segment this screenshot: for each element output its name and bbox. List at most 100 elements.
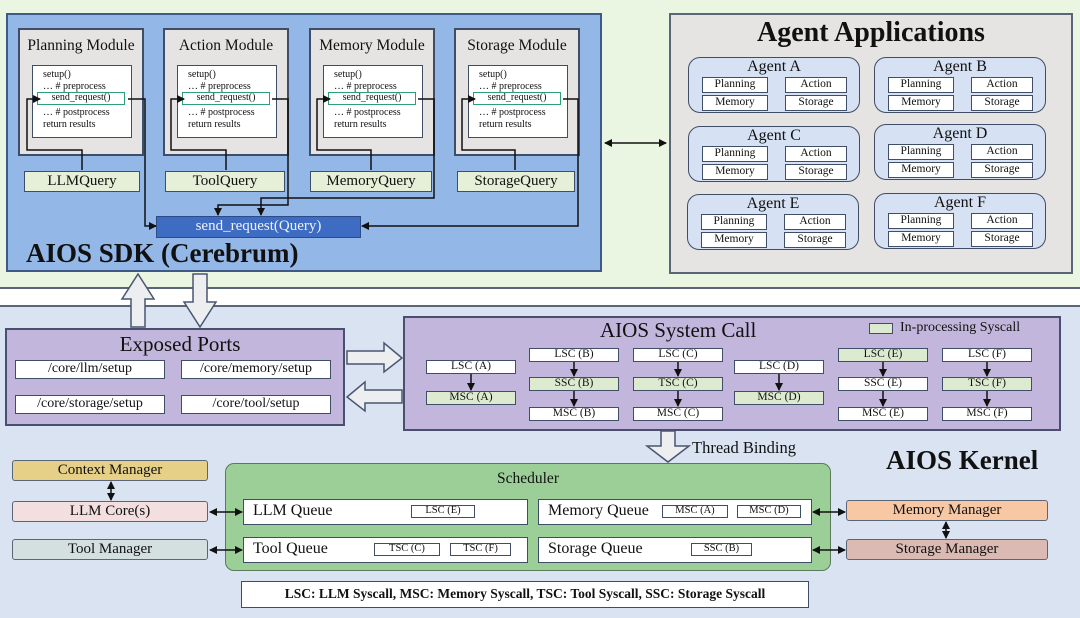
syscall-ssc-b: SSC (B)	[529, 377, 619, 391]
memory-query: MemoryQuery	[310, 171, 432, 192]
system-call-title: AIOS System Call	[600, 318, 757, 342]
action-module: Action Module setup() … # preprocess sen…	[163, 28, 289, 156]
module-code: setup() … # preprocess send_request() … …	[468, 65, 568, 138]
code-line: … # preprocess	[188, 81, 251, 92]
code-line: return results	[43, 119, 96, 130]
module-code: setup() … # preprocess send_request() … …	[177, 65, 277, 138]
agent-f: Agent F Planning Action Memory Storage	[874, 193, 1046, 249]
code-line: … # preprocess	[43, 81, 106, 92]
code-line: setup()	[334, 69, 362, 80]
agent-planning: Planning	[702, 77, 768, 93]
send-request-query: send_request(Query)	[156, 216, 361, 238]
storage-manager: Storage Manager	[846, 539, 1048, 560]
syscall-msc-f: MSC (F)	[942, 407, 1032, 421]
agent-name: Agent D	[932, 125, 988, 142]
agent-memory: Memory	[702, 95, 768, 111]
syscall-lsc-b: LSC (B)	[529, 348, 619, 362]
syscall-msc-e: MSC (E)	[838, 407, 928, 421]
syscall-lsc-c: LSC (C)	[633, 348, 723, 362]
agent-planning: Planning	[701, 214, 767, 230]
port-tool-setup: /core/tool/setup	[181, 395, 331, 414]
queue-name: Memory Queue	[548, 502, 649, 519]
syscall-lsc-a: LSC (A)	[426, 360, 516, 374]
sdk-title: AIOS SDK (Cerebrum)	[26, 238, 299, 268]
agent-memory: Memory	[888, 231, 954, 247]
syscall-tsc-c: TSC (C)	[633, 377, 723, 391]
agent-action: Action	[784, 214, 846, 230]
syscall-msc-d: MSC (D)	[734, 391, 824, 405]
syscall-lsc-e: LSC (E)	[838, 348, 928, 362]
module-title: Action Module	[178, 37, 274, 54]
queue-item: TSC (C)	[374, 543, 440, 556]
thread-binding-label: Thread Binding	[692, 438, 797, 457]
agent-storage: Storage	[971, 231, 1033, 247]
agent-storage: Storage	[971, 95, 1033, 111]
port-memory-setup: /core/memory/setup	[181, 360, 331, 379]
context-manager: Context Manager	[12, 460, 208, 481]
agent-name: Agent B	[933, 58, 987, 75]
agent-action: Action	[785, 146, 847, 162]
queue-item: LSC (E)	[411, 505, 475, 518]
port-llm-setup: /core/llm/setup	[15, 360, 165, 379]
agent-storage: Storage	[971, 162, 1033, 178]
memory-module: Memory Module setup() … # preprocess sen…	[309, 28, 435, 156]
agent-name: Agent C	[747, 127, 801, 144]
planning-module: Planning Module setup() … # preprocess s…	[18, 28, 144, 156]
send-request-call: send_request()	[473, 92, 561, 105]
module-code: setup() … # preprocess send_request() … …	[323, 65, 423, 138]
agent-action: Action	[971, 213, 1033, 229]
agent-storage: Storage	[785, 164, 847, 180]
kernel-title: AIOS Kernel	[886, 445, 1039, 475]
exposed-ports-title: Exposed Ports	[119, 332, 241, 356]
agent-e: Agent E Planning Action Memory Storage	[687, 194, 859, 250]
agent-name: Agent F	[934, 194, 986, 211]
syscall-abbreviation-legend: LSC: LLM Syscall, MSC: Memory Syscall, T…	[241, 581, 809, 608]
tool-query: ToolQuery	[165, 171, 285, 192]
agent-planning: Planning	[888, 213, 954, 229]
agent-c: Agent C Planning Action Memory Storage	[688, 126, 860, 182]
syscall-lsc-d: LSC (D)	[734, 360, 824, 374]
code-line: setup()	[479, 69, 507, 80]
queue-item: SSC (B)	[691, 543, 752, 556]
send-request-call: send_request()	[37, 92, 125, 105]
agent-planning: Planning	[888, 144, 954, 160]
tool-manager: Tool Manager	[12, 539, 208, 560]
storage-module: Storage Module setup() … # preprocess se…	[454, 28, 580, 156]
memory-manager: Memory Manager	[846, 500, 1048, 521]
code-line: return results	[334, 119, 387, 130]
module-title: Memory Module	[319, 37, 425, 54]
module-title: Planning Module	[27, 37, 135, 54]
agent-storage: Storage	[785, 95, 847, 111]
agent-name: Agent E	[746, 195, 800, 212]
agent-action: Action	[785, 77, 847, 93]
agent-memory: Memory	[888, 162, 954, 178]
agent-d: Agent D Planning Action Memory Storage	[874, 124, 1046, 180]
agent-storage: Storage	[784, 232, 846, 248]
syscall-tsc-f: TSC (F)	[942, 377, 1032, 391]
module-title: Storage Module	[467, 37, 567, 54]
in-processing-legend-swatch	[869, 323, 893, 334]
agent-memory: Memory	[701, 232, 767, 248]
queue-name: Storage Queue	[548, 540, 643, 557]
send-request-call: send_request()	[182, 92, 270, 105]
port-storage-setup: /core/storage/setup	[15, 395, 165, 414]
agent-b: Agent B Planning Action Memory Storage	[874, 57, 1046, 113]
agent-applications-title: Agent Applications	[757, 17, 985, 48]
code-line: setup()	[43, 69, 71, 80]
agent-memory: Memory	[888, 95, 954, 111]
storage-queue: Storage Queue	[538, 537, 812, 563]
agent-a: Agent A Planning Action Memory Storage	[688, 57, 860, 113]
agent-planning: Planning	[702, 146, 768, 162]
agent-action: Action	[971, 77, 1033, 93]
llm-query: LLMQuery	[24, 171, 140, 192]
queue-item: MSC (A)	[662, 505, 728, 518]
agent-memory: Memory	[702, 164, 768, 180]
syscall-msc-a: MSC (A)	[426, 391, 516, 405]
agent-name: Agent A	[747, 58, 801, 75]
queue-item: MSC (D)	[737, 505, 801, 518]
llm-queue: LLM Queue	[243, 499, 528, 525]
code-line: return results	[479, 119, 532, 130]
syscall-ssc-e: SSC (E)	[838, 377, 928, 391]
queue-name: Tool Queue	[253, 540, 328, 557]
code-line: … # preprocess	[334, 81, 397, 92]
